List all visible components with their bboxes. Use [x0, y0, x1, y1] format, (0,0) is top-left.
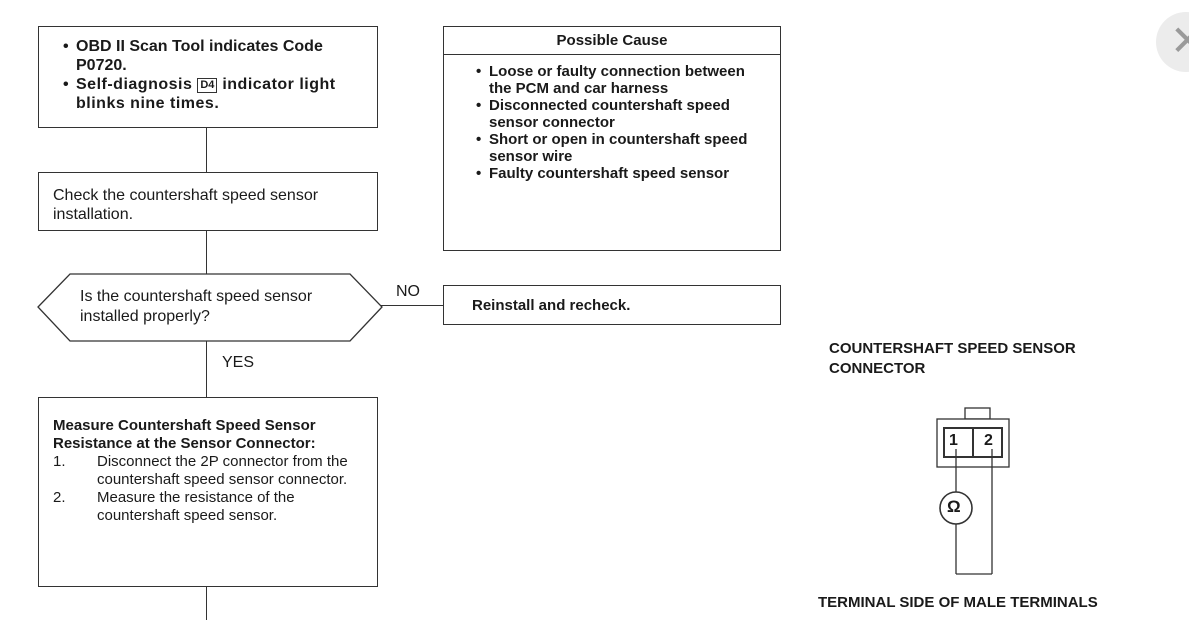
yes-label: YES [222, 354, 255, 371]
decision-question: Is the countershaft speed sensor install… [80, 288, 313, 325]
step3-title: Measure Countershaft Speed Sensor Resist… [53, 417, 316, 452]
step2-box: Check the countershaft speed sensor inst… [38, 172, 378, 231]
connector-line [206, 231, 208, 274]
connector-line [378, 305, 443, 307]
step3-item-text: Measure the resistance of the countersha… [97, 489, 295, 524]
close-icon: ✕ [1170, 17, 1189, 64]
possible-cause-box: Possible Cause Loose or faulty connectio… [443, 26, 781, 251]
step2-text: Check the countershaft speed sensor inst… [53, 187, 319, 223]
possible-cause-title: Possible Cause [444, 27, 780, 55]
possible-cause-item: Short or open in countershaft speed sens… [476, 131, 756, 165]
step1-item: OBD II Scan Tool indicates Code P0720. [63, 37, 363, 75]
step1-item: Self-diagnosis D4 indicator light blinks… [63, 75, 363, 113]
decision-shape [37, 273, 383, 342]
d4-indicator-icon: D4 [197, 78, 218, 93]
step3-box: Measure Countershaft Speed Sensor Resist… [38, 397, 378, 587]
pin1-label: 1 [949, 432, 958, 449]
connector-line [206, 341, 208, 397]
step3-list: 1. Disconnect the 2P connector from the c… [53, 453, 363, 525]
step1-item-text: Self-diagnosis [76, 76, 193, 93]
pin2-label: 2 [984, 432, 993, 449]
possible-cause-list: Loose or faulty connection between the P… [444, 55, 780, 182]
no-label: NO [396, 283, 420, 300]
connector-housing [936, 418, 1010, 468]
possible-cause-item: Faulty countershaft speed sensor [476, 165, 756, 182]
connector-line [206, 587, 208, 620]
step1-item-text: indicator light blinks nine times. [76, 76, 336, 112]
step1-box: OBD II Scan Tool indicates Code P0720. S… [38, 26, 378, 128]
close-button[interactable]: ✕ [1156, 12, 1189, 72]
step3-item-number: 1. [53, 453, 66, 470]
connector-latch [964, 407, 991, 420]
connector-line [206, 128, 208, 172]
connector-title: COUNTERSHAFT SPEED SENSOR CONNECTOR [829, 340, 1076, 377]
step3-item: 1. Disconnect the 2P connector from the c… [53, 453, 363, 489]
step3-item-number: 2. [53, 489, 66, 506]
no-action-box: Reinstall and recheck. [443, 285, 781, 325]
no-action-text: Reinstall and recheck. [472, 297, 631, 314]
step3-item: 2. Measure the resistance of the counters… [53, 489, 363, 525]
possible-cause-item: Loose or faulty connection between the P… [476, 63, 756, 97]
possible-cause-item: Disconnected countershaft speed sensor c… [476, 97, 756, 131]
step3-item-text: Disconnect the 2P connector from the cou… [97, 453, 348, 488]
terminal-caption: TERMINAL SIDE OF MALE TERMINALS [818, 594, 1098, 611]
ohm-symbol: Ω [947, 497, 961, 516]
